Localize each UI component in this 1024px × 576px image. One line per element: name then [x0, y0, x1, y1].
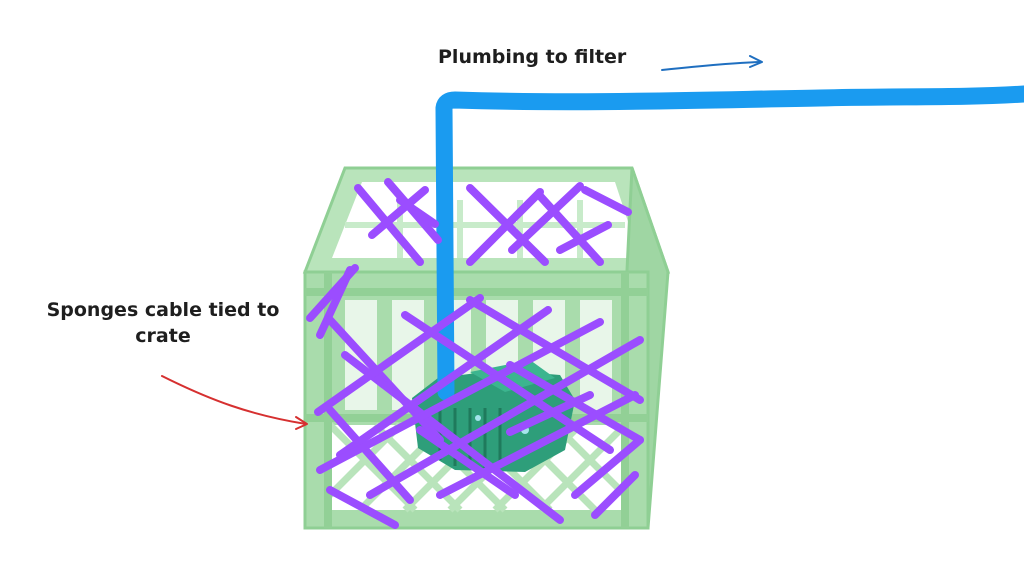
- plumbing-arrow: [661, 55, 763, 71]
- sponges-label: Sponges cable tied to crate: [46, 299, 280, 347]
- sponge-strips: [306, 178, 644, 529]
- sponges-arrow-head-icon: [295, 416, 308, 430]
- plumbing-arrow-line: [661, 61, 761, 71]
- plumbing-pipe: [435, 85, 1024, 401]
- plumbing-arrow-head-icon: [749, 55, 763, 68]
- sponges-arrow: [161, 375, 308, 430]
- sponges-arrow-line: [161, 375, 307, 425]
- plumbing-label: Plumbing to filter: [438, 46, 627, 68]
